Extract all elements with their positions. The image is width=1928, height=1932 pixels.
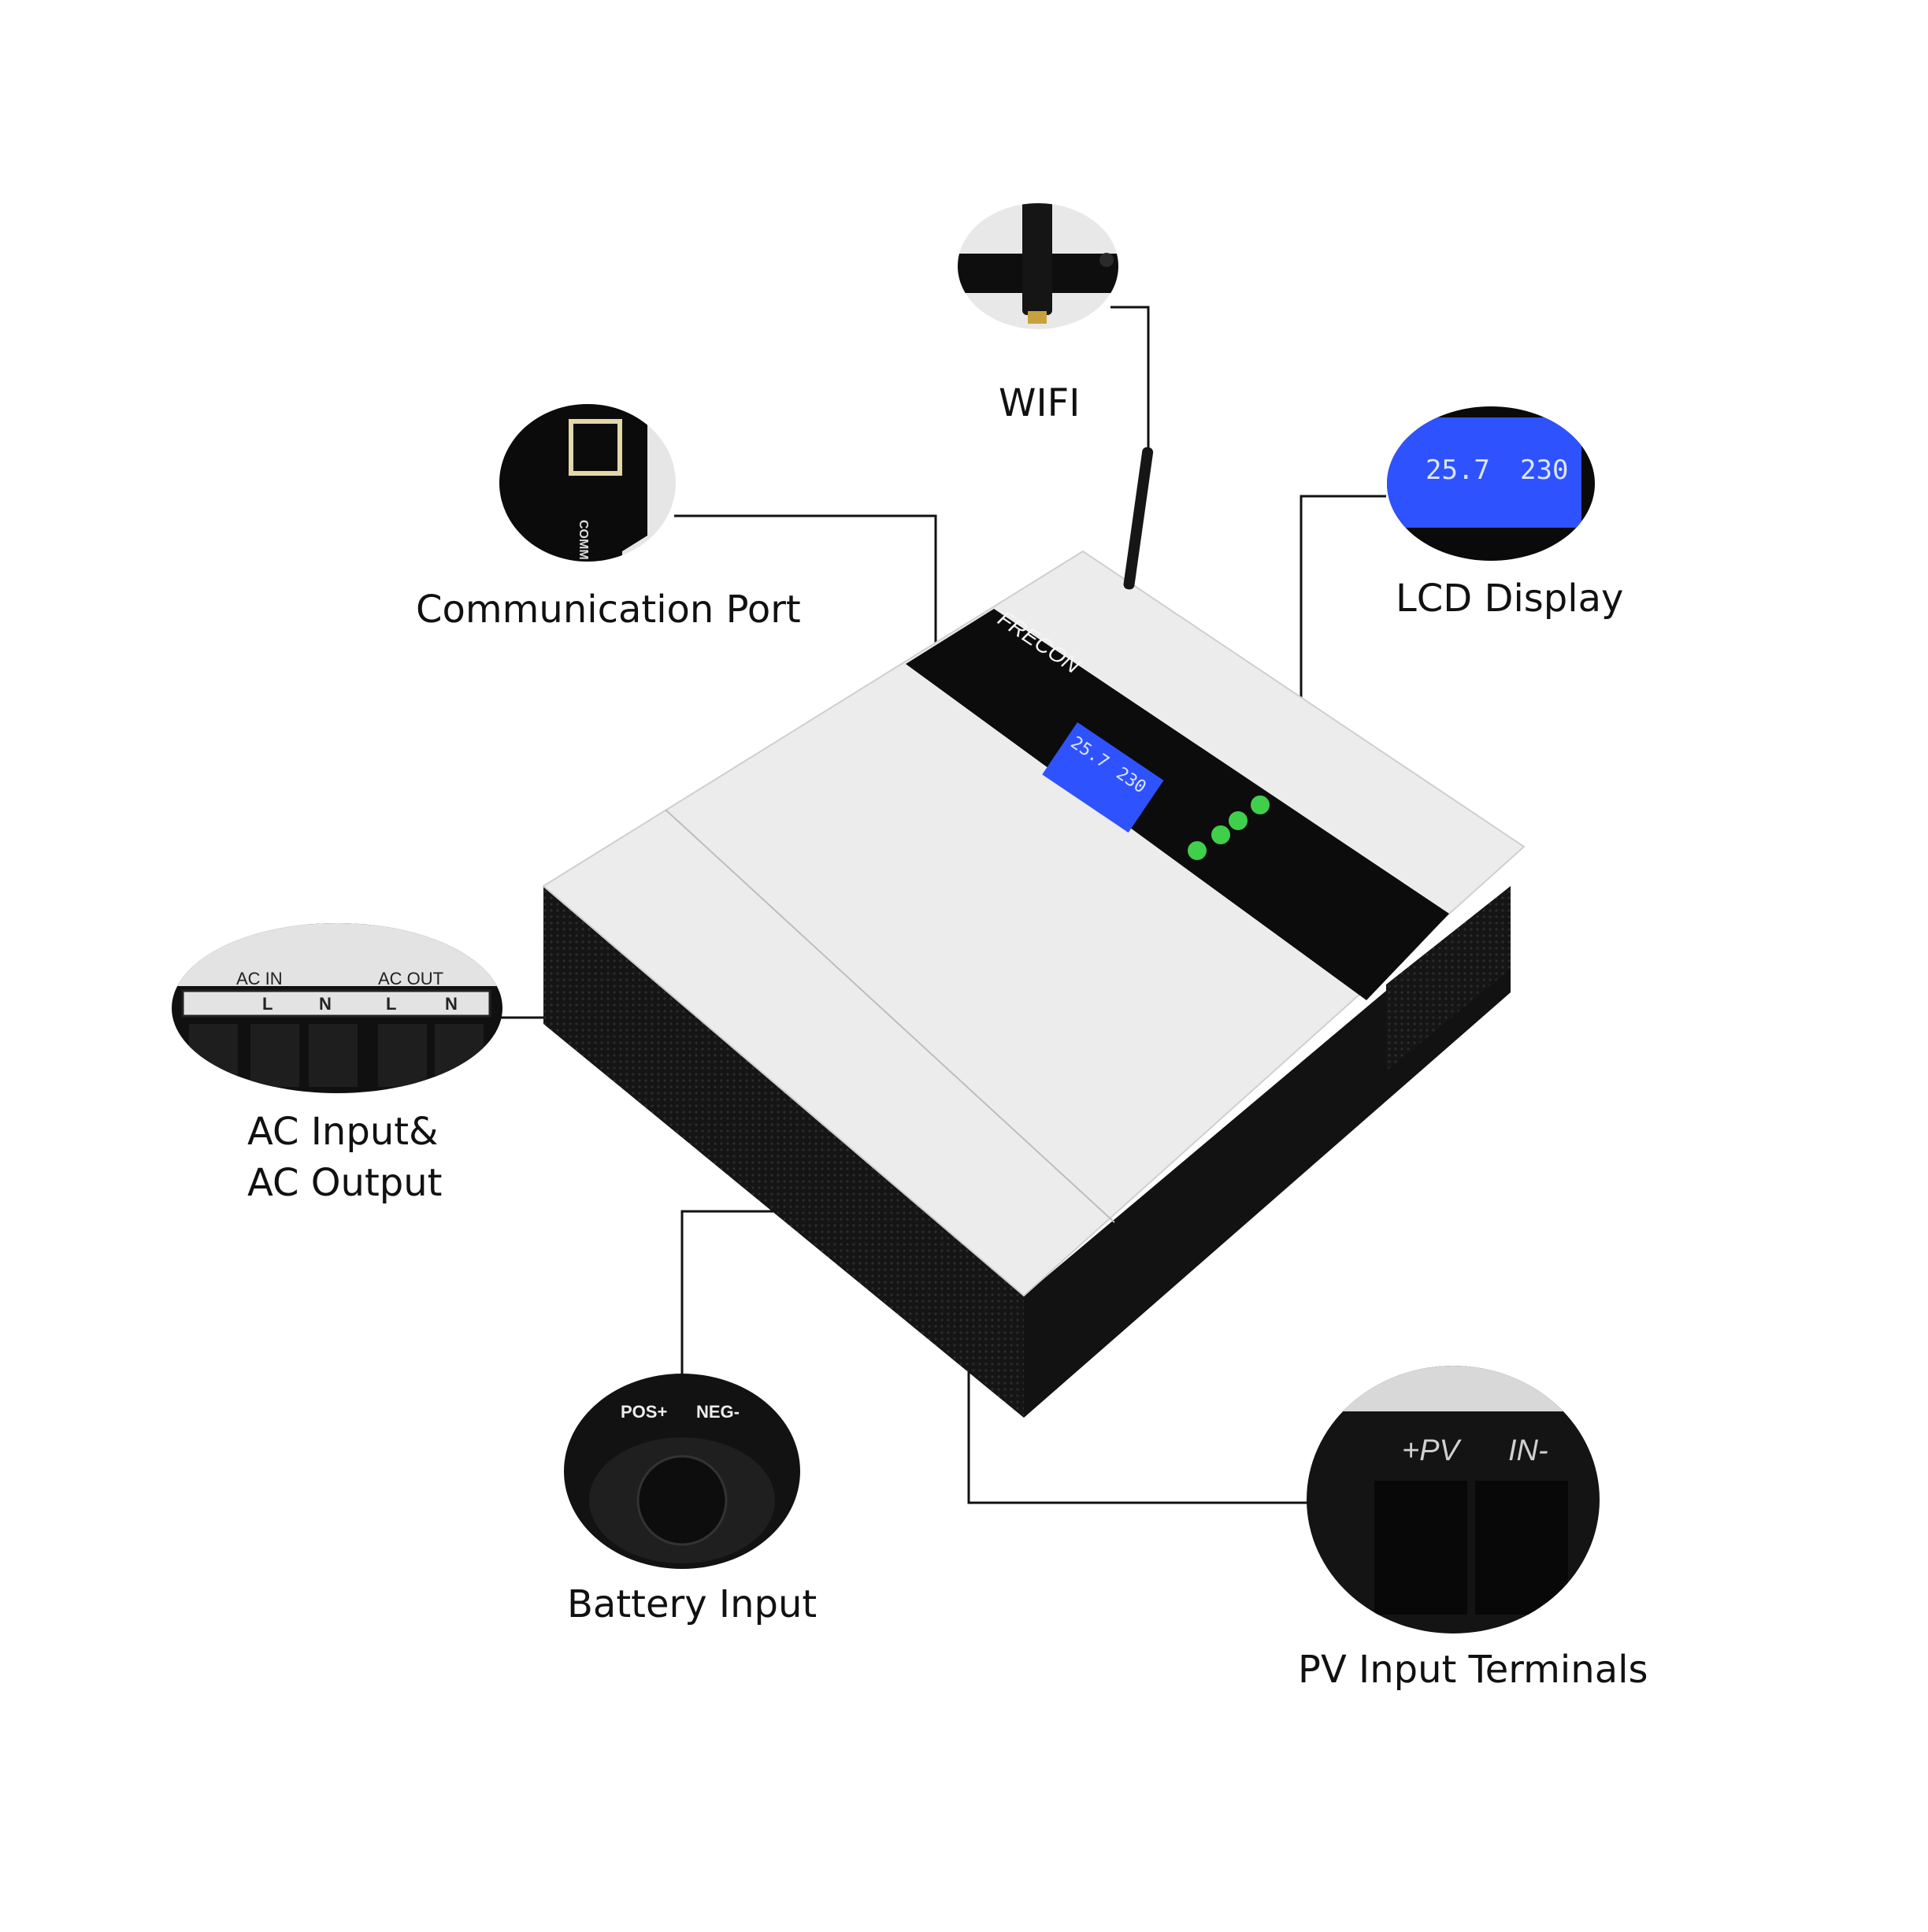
wifi-callout-image [958, 203, 1118, 329]
comm-port-callout-image: COMM PO [499, 404, 676, 581]
pv-line [967, 1339, 1309, 1504]
svg-text:AC IN: AC IN [236, 969, 283, 988]
callout-lines [501, 306, 1386, 1504]
button [1229, 811, 1248, 830]
ac-label-line2: AC Output [247, 1160, 443, 1205]
control-buttons [1188, 795, 1270, 860]
wifi-line [1110, 306, 1150, 473]
svg-text:25.7: 25.7 [1426, 454, 1490, 486]
button [1211, 825, 1230, 844]
ac-label: AC Input& AC Output [247, 1107, 443, 1209]
svg-text:230: 230 [1520, 454, 1568, 486]
cover-seam [665, 809, 1115, 1223]
lcd-display-label: LCD Display [1396, 577, 1624, 621]
control-panel-strip [906, 609, 1449, 1000]
wifi-label: WIFI [999, 381, 1081, 425]
battery-callout-image: POS+ NEG- [564, 1374, 800, 1569]
svg-text:L: L [386, 994, 396, 1014]
inverter: FRECON 25.7 230 [542, 447, 1526, 1418]
comm-port-text: COMM PO [577, 520, 590, 581]
left-side-mesh [543, 886, 1024, 1418]
svg-text:+PV: +PV [1402, 1434, 1463, 1467]
svg-text:IN-: IN- [1508, 1434, 1548, 1467]
svg-text:NEG-: NEG- [696, 1402, 740, 1422]
lcd-callout-image: 25.7 230 [1387, 406, 1595, 561]
button [1188, 841, 1207, 860]
top-cover [542, 550, 1526, 1297]
battery-input-label: Battery Input [567, 1582, 818, 1626]
svg-text:N: N [319, 994, 332, 1014]
svg-text:N: N [445, 994, 458, 1014]
comm-port-label: Communication Port [416, 588, 801, 632]
svg-text:L: L [262, 994, 273, 1014]
ac-label-line1: AC Input& [247, 1110, 439, 1154]
battery-line [680, 1210, 788, 1377]
comm-port-line [674, 514, 937, 646]
svg-text:AC OUT: AC OUT [378, 969, 443, 988]
pv-input-label: PV Input Terminals [1298, 1648, 1648, 1692]
pv-callout-image: +PV IN- [1307, 1366, 1600, 1633]
antenna [1123, 447, 1154, 590]
right-side-mesh [1386, 886, 1511, 1071]
button [1251, 795, 1270, 814]
ac-callout-image: AC IN AC OUT L N L N [172, 923, 502, 1093]
svg-text:POS+: POS+ [621, 1402, 667, 1422]
